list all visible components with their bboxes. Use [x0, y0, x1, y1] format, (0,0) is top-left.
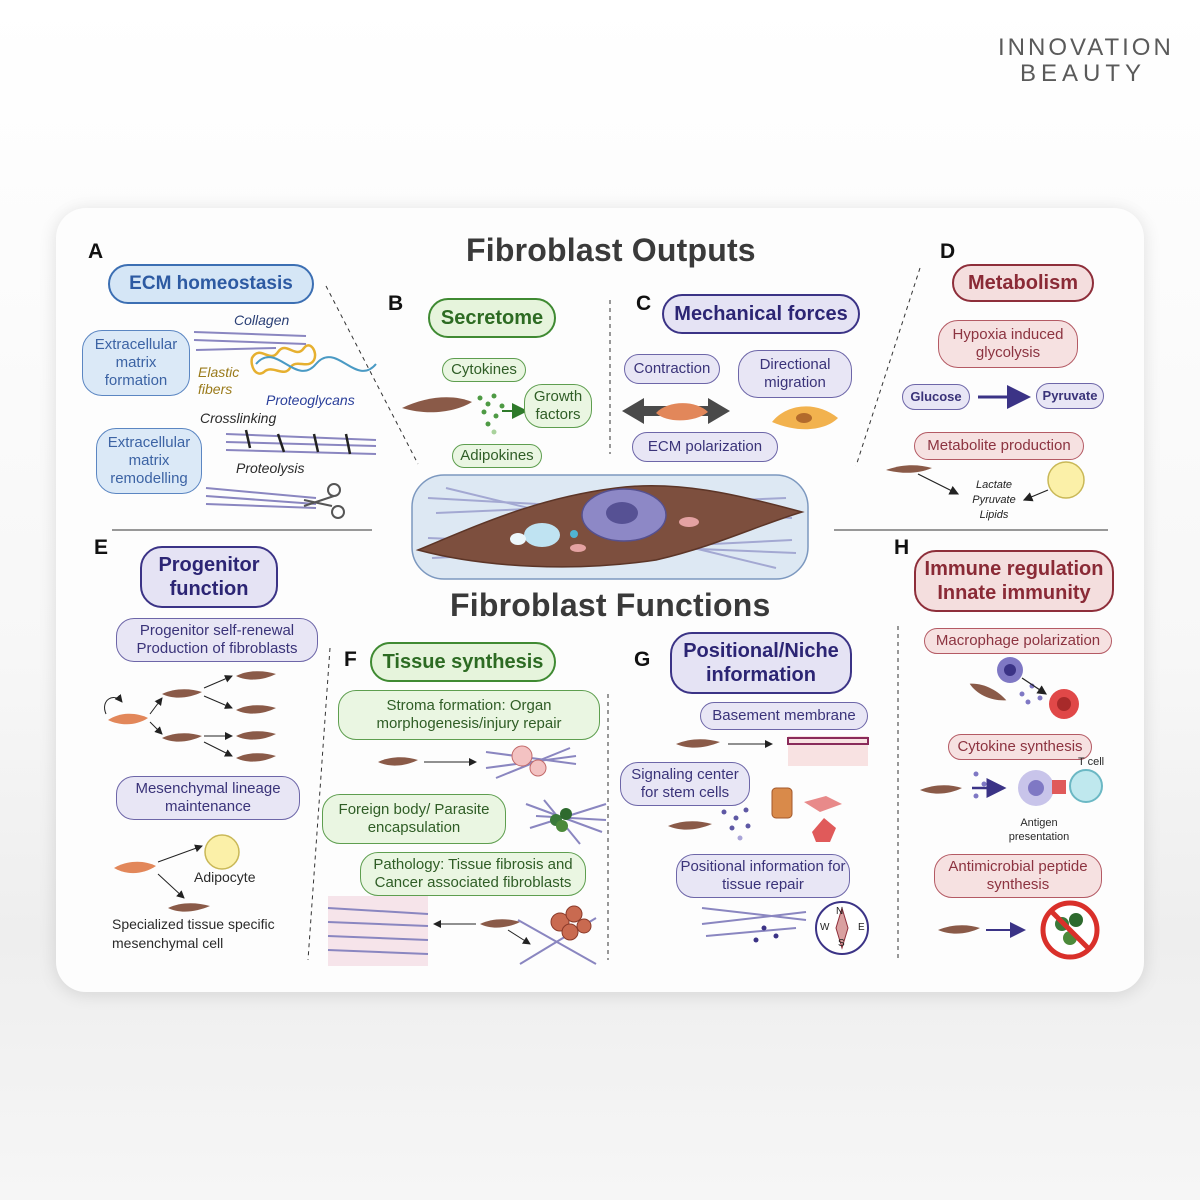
cytokine-synthesis-label: Cytokine synthesis: [948, 734, 1092, 760]
panel-letter-d: D: [940, 240, 956, 263]
tissue-synthesis-heading: Tissue synthesis: [370, 642, 556, 682]
foreign-body-label: Foreign body/ Parasite encapsulation: [322, 794, 506, 844]
panel-f-illustration: [327, 745, 607, 966]
ecm-remodelling-label: Extracellular matrix remodelling: [96, 428, 202, 494]
compass-s: S: [838, 938, 845, 949]
hypoxia-glycolysis-label: Hypoxia induced glycolysis: [938, 320, 1078, 368]
mechanical-forces-heading: Mechanical forces: [662, 294, 860, 334]
panel-b-illustration: [402, 393, 528, 435]
panel-e-illustration: [104, 671, 276, 912]
collagen-label: Collagen: [234, 312, 290, 328]
contraction-label: Contraction: [624, 354, 720, 384]
crosslinking-label: Crosslinking: [200, 410, 277, 426]
proteoglycans-label: Proteoglycans: [266, 392, 355, 408]
positional-information-label: Positional information for tissue repair: [676, 854, 850, 898]
adipokines-label: Adipokines: [452, 444, 542, 468]
lactate-label: Lactate: [975, 479, 1013, 491]
metabolite-products: Lactate Pyruvate Lipids: [962, 478, 1026, 523]
brand-line2: BEAUTY: [1019, 60, 1147, 87]
diagram-card: Fibroblast Outputs Fibroblast Functions …: [56, 208, 1144, 992]
proteolysis-label: Proteolysis: [236, 460, 305, 476]
panel-g-illustration: [668, 736, 869, 955]
panel-letter-h: H: [894, 536, 910, 559]
panel-letter-e: E: [94, 536, 109, 559]
panel-letter-g: G: [634, 648, 651, 671]
positional-niche-heading: Positional/Niche information: [670, 632, 852, 694]
mesenchymal-lineage-label: Mesenchymal lineage maintenance: [116, 776, 300, 820]
brand-line1: INNOVATION: [998, 34, 1174, 61]
adipocyte-label: Adipocyte: [194, 869, 256, 885]
directional-migration-label: Directional migration: [738, 350, 852, 398]
panel-letter-b: B: [388, 292, 404, 315]
metabolite-production-label: Metabolite production: [914, 432, 1084, 460]
metabolism-heading: Metabolism: [952, 264, 1094, 302]
immune-regulation-heading: Immune regulation Innate immunity: [914, 550, 1114, 612]
t-cell-label: T cell: [1078, 756, 1105, 768]
ecm-polarization-label: ECM polarization: [632, 432, 778, 462]
panel-letter-a: A: [88, 240, 104, 263]
pathology-label: Pathology: Tissue fibrosis and Cancer as…: [360, 852, 586, 896]
secretome-heading: Secretome: [428, 298, 556, 338]
antigen-presentation-label: Antigen presentation: [1008, 817, 1070, 844]
central-cell: [411, 474, 809, 580]
outputs-title: Fibroblast Outputs: [466, 232, 756, 268]
progenitor-function-heading: Progenitor function: [140, 546, 278, 608]
ecm-homeostasis-heading: ECM homeostasis: [108, 264, 314, 304]
growth-factors-label: Growth factors: [524, 384, 592, 428]
divider-lines: [112, 267, 1108, 961]
compass-w: W: [820, 922, 830, 933]
pyruvate-product-label: Pyruvate: [972, 494, 1016, 506]
panel-a-illustration: [193, 331, 377, 519]
progenitor-renewal-label: Progenitor self-renewal Production of fi…: [116, 618, 318, 662]
specialized-cell-label: Specialized tissue specific mesenchymal …: [112, 916, 275, 951]
macrophage-polarization-label: Macrophage polarization: [924, 628, 1112, 654]
basement-membrane-label: Basement membrane: [700, 702, 868, 730]
compass-e: E: [858, 922, 865, 933]
scissors-icon: [303, 483, 345, 519]
lipids-label: Lipids: [979, 509, 1009, 521]
cytokines-label: Cytokines: [442, 358, 526, 382]
compass-icon: N W E S: [814, 906, 870, 952]
functions-title: Fibroblast Functions: [450, 587, 771, 623]
illustration-layer: [104, 267, 1108, 966]
panel-letter-f: F: [344, 648, 357, 671]
compass-n: N: [836, 906, 844, 917]
antimicrobial-peptide-label: Antimicrobial peptide synthesis: [934, 854, 1102, 898]
pyruvate-label: Pyruvate: [1036, 383, 1104, 409]
panel-letter-c: C: [636, 292, 652, 315]
ecm-formation-label: Extracellular matrix formation: [82, 330, 190, 396]
elastic-fibers-label: Elastic fibers: [198, 364, 240, 397]
panel-h-illustration: [920, 657, 1103, 960]
panel-d-illustration: [886, 385, 1085, 502]
panel-c-illustration: [622, 398, 838, 430]
signaling-center-label: Signaling center for stem cells: [620, 762, 750, 806]
brand-logo: INNOVATION BEAUTY: [998, 34, 1174, 88]
stroma-formation-label: Stroma formation: Organ morphogenesis/in…: [338, 690, 600, 740]
glucose-label: Glucose: [902, 384, 970, 410]
